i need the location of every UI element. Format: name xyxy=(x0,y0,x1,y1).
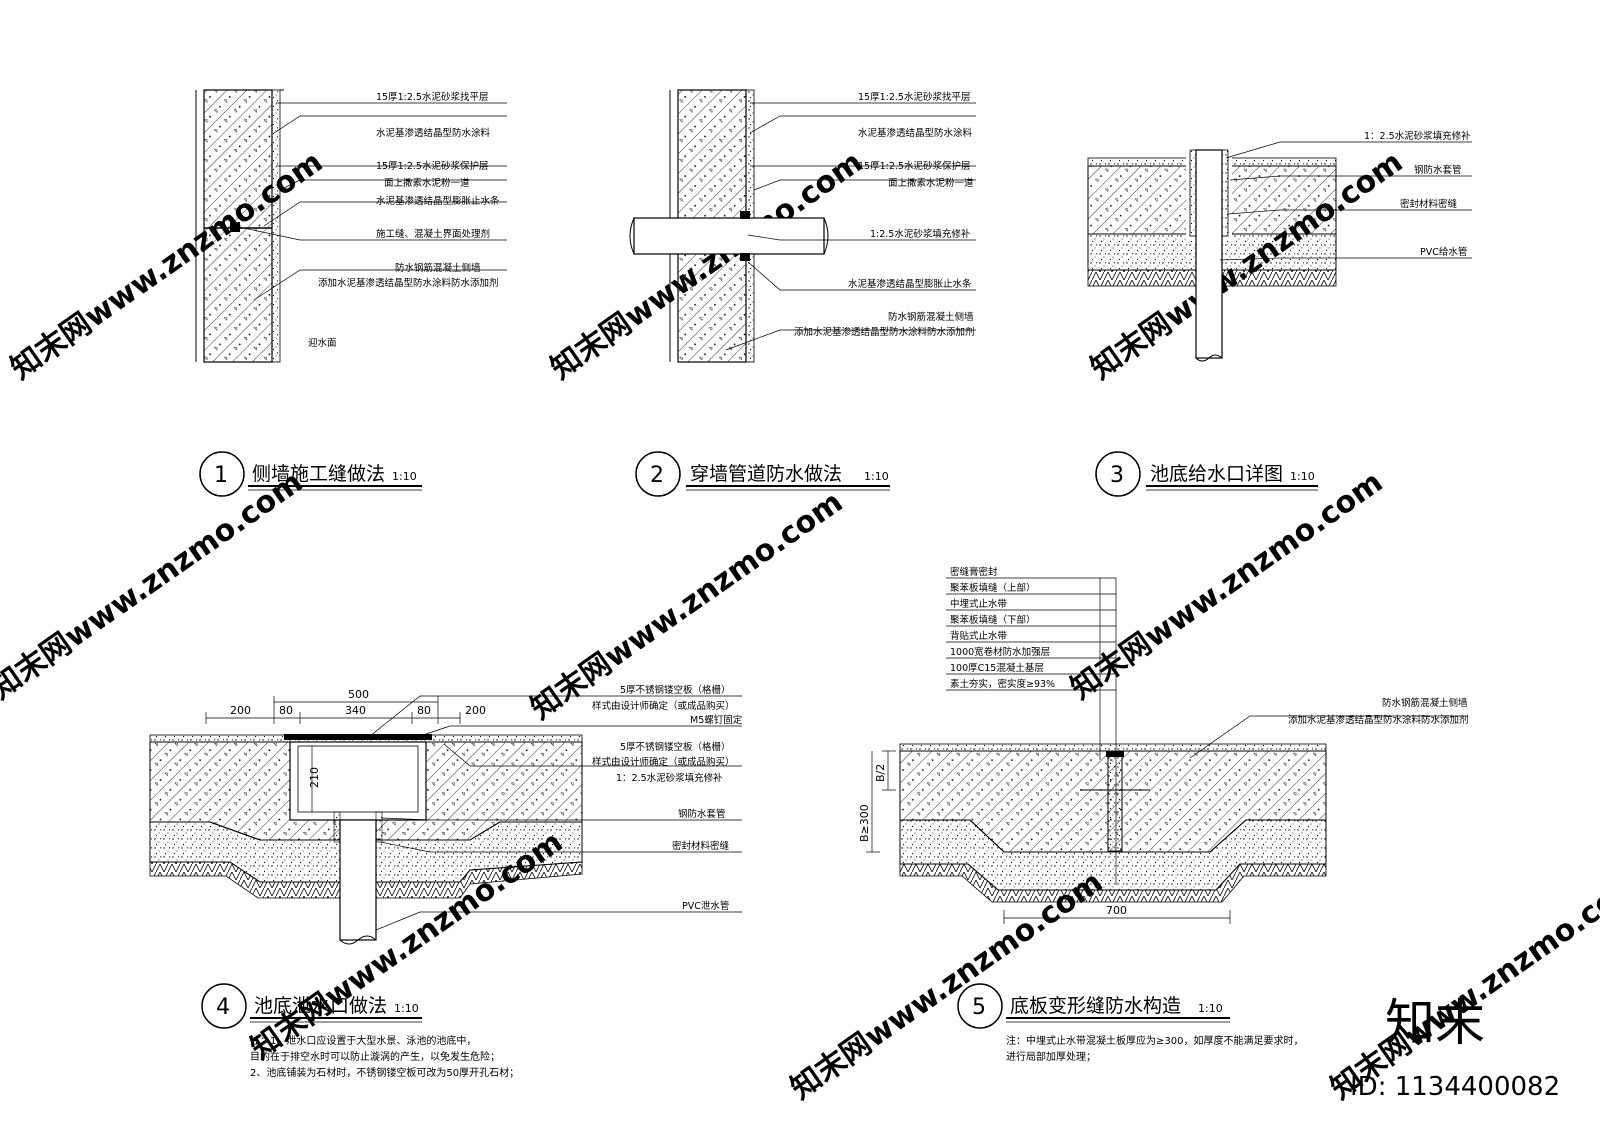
detail-scale: 1:10 xyxy=(864,470,889,483)
layer-label: 密封材料密缝 xyxy=(1400,198,1458,210)
detail-title: 池底给水口详图 xyxy=(1150,463,1283,485)
dimension: 200 xyxy=(465,704,486,717)
dimension: 80 xyxy=(279,704,293,717)
stainless-grate xyxy=(284,734,432,740)
detail-scale: 1:10 xyxy=(1290,470,1315,483)
detail-1-side-wall-joint: 15厚1:2.5水泥砂浆找平层 水泥基渗透结晶型防水涂料 15厚1:2.5水泥砂… xyxy=(195,89,507,497)
dimension: 500 xyxy=(348,688,369,701)
layer-label: 15厚1:2.5水泥砂浆保护层 xyxy=(376,160,488,172)
watermark-text: 知末网www.znzmo.com xyxy=(0,465,309,707)
stack-label: 背贴式止水带 xyxy=(950,630,1008,642)
detail-number: 4 xyxy=(216,995,230,1020)
note-line: 目的在于排空水时可以防止漩涡的产生，以免发生危险； xyxy=(250,1050,500,1063)
layer-label: 添加水泥基渗透结晶型防水涂料防水添加剂 xyxy=(318,277,499,289)
layer-label: PVC给水管 xyxy=(1420,246,1467,258)
stack-label: 密缝膏密封 xyxy=(950,566,998,578)
detail-title: 池底泄水口做法 xyxy=(254,995,387,1017)
layer-label: 5厚不锈钢镂空板（格栅） xyxy=(620,741,731,753)
brand-watermark: 知末 xyxy=(1385,994,1485,1052)
dimension: B/2 xyxy=(874,764,887,782)
note-line: 注：中埋式止水带混凝土板厚应为≥300，如厚度不能满足要求时， xyxy=(1006,1034,1303,1047)
layer-label: 水泥基渗透结晶型防水涂料 xyxy=(376,127,491,139)
layer-label: 水泥基渗透结晶型膨胀止水条 xyxy=(376,195,500,207)
stack-label: 1000宽卷材防水加强层 xyxy=(950,646,1050,658)
layer-label: 密封材料密缝 xyxy=(672,840,730,852)
detail-scale: 1:10 xyxy=(392,470,417,483)
image-id-watermark: ID: 1134400082 xyxy=(1350,1072,1560,1102)
detail-number: 3 xyxy=(1110,463,1124,488)
layer-label: 防水钢筋混凝土侧墙 xyxy=(395,262,481,274)
stack-label: 100厚C15混凝土基层 xyxy=(950,662,1044,674)
layer-label: 添加水泥基渗透结晶型防水涂料防水添加剂 xyxy=(1288,714,1469,726)
joint-filler xyxy=(1107,750,1123,852)
note-line: 2、池底铺装为石材时，不锈钢镂空板可改为50厚开孔石材； xyxy=(250,1066,519,1079)
drain-pipe xyxy=(339,819,377,941)
note-line: 注：1、泄水口应设置于大型水景、泳池的池底中， xyxy=(250,1034,476,1047)
layer-label: 面上撒素水泥粉一道 xyxy=(384,177,470,189)
supply-pipe xyxy=(1195,149,1223,359)
detail-2-wall-pipe: 15厚1:2.5水泥砂浆找平层 水泥基渗透结晶型防水涂料 15厚1:2.5水泥砂… xyxy=(629,89,976,497)
detail-5-expansion-joint: 密缝膏密封 聚苯板填缝（上部） 中埋式止水带 聚苯板填缝（下部） 背贴式止水带 … xyxy=(858,566,1469,1063)
stack-label: 中埋式止水带 xyxy=(950,598,1008,610)
dimension: 80 xyxy=(417,704,431,717)
layer-label: 水泥基渗透结晶型防水涂料 xyxy=(858,127,973,139)
detail-number: 5 xyxy=(972,995,986,1020)
layer-label: PVC泄水管 xyxy=(682,900,729,912)
layer-label: M5螺钉固定 xyxy=(690,714,743,726)
layer-label: 施工缝、混凝土界面处理剂 xyxy=(376,228,490,240)
layer-label: 样式由设计师确定（或成品购买） xyxy=(592,700,735,712)
detail-number-circle xyxy=(635,451,681,497)
stack-label: 聚苯板填缝（上部） xyxy=(950,582,1036,594)
watermark-text: 知末网www.znzmo.com xyxy=(1325,865,1600,1107)
layer-label: 水泥基渗透结晶型膨胀止水条 xyxy=(848,278,972,290)
layer-label: 钢防水套管 xyxy=(678,808,726,820)
layer-label: 防水钢筋混凝土侧墙 xyxy=(1382,697,1468,709)
detail-title: 穿墙管道防水做法 xyxy=(690,463,842,485)
dimension: 700 xyxy=(1106,904,1127,917)
detail-number-circle xyxy=(199,451,245,497)
note-line: 进行局部加厚处理； xyxy=(1006,1050,1096,1063)
watermark-text: 知末网www.znzmo.com xyxy=(5,145,330,387)
stack-label: 素土夯实，密实度≥93% xyxy=(950,678,1055,690)
dimension: 210 xyxy=(308,767,321,788)
detail-number: 2 xyxy=(650,463,664,488)
layer-label: 1：2.5水泥砂浆填充修补 xyxy=(1364,130,1471,142)
layer-label: 钢防水套管 xyxy=(1414,164,1462,176)
layer-label: 15厚1:2.5水泥砂浆保护层 xyxy=(858,160,970,172)
wall-pipe xyxy=(633,217,825,255)
watermark-text: 知末网www.znzmo.com xyxy=(1065,465,1390,707)
stack-label: 聚苯板填缝（下部） xyxy=(950,614,1036,626)
dimension: 340 xyxy=(345,704,366,717)
detail-4-drain: 500 200 80 340 80 200 210 5厚不锈钢镂空板（格栅） 样… xyxy=(149,684,743,1079)
detail-number: 1 xyxy=(214,463,228,488)
layer-label: 防水钢筋混凝土侧墙 xyxy=(888,311,974,323)
layer-label: 15厚1:2.5水泥砂浆找平层 xyxy=(376,91,488,103)
layer-label: 15厚1:2.5水泥砂浆找平层 xyxy=(858,91,970,103)
layer-label: 5厚不锈钢镂空板（格栅） xyxy=(620,684,731,696)
detail-title: 底板变形缝防水构造 xyxy=(1010,995,1181,1017)
dimension: 200 xyxy=(230,704,251,717)
detail-scale: 1:10 xyxy=(394,1002,419,1015)
layer-label: 样式由设计师确定（或成品购买） xyxy=(592,756,735,768)
detail-scale: 1:10 xyxy=(1198,1002,1223,1015)
detail-number-circle xyxy=(1095,451,1141,497)
water-side-label: 迎水面 xyxy=(308,337,337,349)
layer-label: 添加水泥基渗透结晶型防水涂料防水添加剂 xyxy=(794,326,975,338)
layer-label: 1:2.5水泥砂浆填充修补 xyxy=(870,228,971,240)
detail-number-circle xyxy=(957,983,1003,1029)
layer-label: 面上撒素水泥粉一道 xyxy=(888,177,974,189)
detail-3-inlet: 1：2.5水泥砂浆填充修补 钢防水套管 密封材料密缝 PVC给水管 3 池底给水… xyxy=(1087,130,1472,497)
detail-number-circle xyxy=(201,983,247,1029)
detail-title: 侧墙施工缝做法 xyxy=(252,463,385,485)
layer-label: 1：2.5水泥砂浆填充修补 xyxy=(616,772,723,784)
dimension: B≥300 xyxy=(858,804,871,842)
